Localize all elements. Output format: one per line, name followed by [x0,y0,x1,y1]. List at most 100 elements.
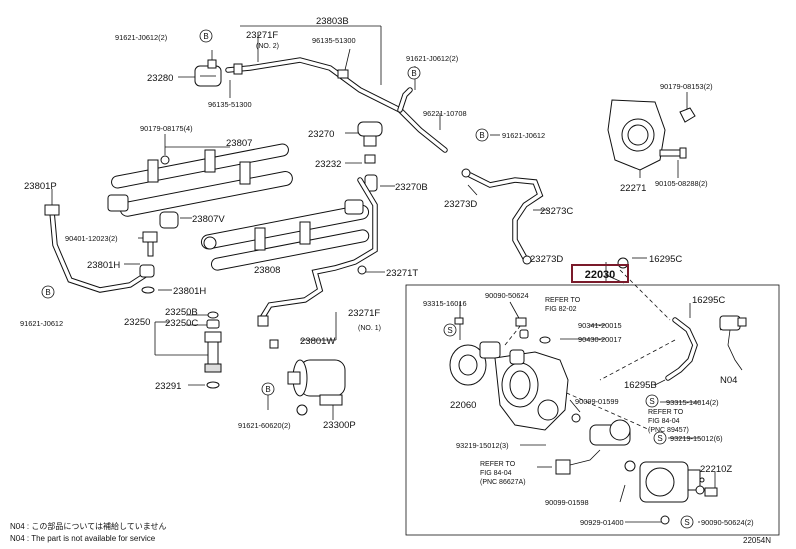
label-90430-20017: 90430-20017 [578,335,622,344]
label-refer-3: REFER TO [480,461,516,468]
svg-text:B: B [479,131,484,140]
diagram-code: 22054N [743,536,771,545]
label-16295c-b: 16295C [692,295,725,306]
part-23250-injector [204,311,222,389]
svg-text:S: S [649,397,654,406]
label-23250c: 23250C [165,318,198,329]
label-23803b: 23803B [316,16,349,27]
part-23270 [357,121,383,192]
svg-text:B: B [203,32,208,41]
part-22210z [639,461,718,525]
marker-b-1: B [199,29,213,43]
svg-text:B: B [411,69,416,78]
label-93219-15012-6: 93219-15012(6) [670,434,723,443]
label-91621-j0612: 91621-J0612 [502,131,545,140]
label-pnc-86627a: (PNC 86627A) [480,479,526,486]
part-22060 [449,341,501,386]
label-90099-01599: 90099-01599 [575,397,619,406]
label-23250: 23250 [124,317,150,328]
marker-b-4: B [41,285,55,299]
throttle-assembly-box [405,284,780,536]
label-23232: 23232 [315,159,341,170]
label-22060: 22060 [450,400,476,411]
label-93315-14014-2: 93315-14014(2) [666,398,719,407]
part-n04-sensor [719,315,747,371]
label-23801h-b: 23801H [173,286,206,297]
label-23270: 23270 [308,129,334,140]
part-22271-gasket [607,99,696,171]
part-sensor-89457 [589,419,631,446]
label-23291: 23291 [155,381,181,392]
label-90401-12023-2: 90401-12023(2) [65,234,118,243]
marker-s-4: S [680,515,694,529]
hose-16295 [617,257,698,381]
label-23271f-bot: 23271F [348,308,380,319]
svg-text:B: B [45,288,50,297]
hose-23273c [461,168,544,265]
label-23801p: 23801P [24,181,57,192]
label-91621-j0612-2b: 91621-J0612(2) [406,54,458,63]
part-sensor-86627a [555,449,636,475]
label-96135-51300a: 96135-51300 [208,100,252,109]
leader-lines [51,25,716,523]
label-90179-08153-2: 90179-08153(2) [660,82,713,91]
label-refer-2: REFER TO [648,409,684,416]
label-23273d-b: 23273D [530,254,563,265]
marker-b-3: B [475,128,489,142]
label-91621-j0612-2a: 91621-J0612(2) [115,33,167,42]
label-96135-51300b: 96135-51300 [312,36,356,45]
label-90929-01400: 90929-01400 [580,518,624,527]
marker-s-1: S [443,323,457,337]
label-refer-1: REFER TO [545,297,581,304]
label-23807: 23807 [226,138,252,149]
label-23280: 23280 [147,73,173,84]
svg-text:B: B [265,385,270,394]
label-n04: N04 [720,375,737,386]
label-23807v: 23807V [192,214,225,225]
label-90341-20015: 90341-20015 [578,321,622,330]
footer-note-en: N04 : The part is not available for serv… [10,534,156,543]
part-22030-throttle-body [494,329,569,431]
label-fig-84-04-b: FIG 84-04 [480,470,512,477]
label-90090-50624: 90090-50624 [485,291,529,300]
label-23801h-a: 23801H [87,260,120,271]
label-22210z: 22210Z [700,464,732,475]
marker-b-5: B [261,382,275,396]
label-16295c-a: 16295C [649,254,682,265]
part-23807v [141,211,179,294]
label-23271f-top: 23271F [246,30,278,41]
label-96221-10708: 96221-10708 [423,109,467,118]
label-90099-01598: 90099-01598 [545,498,589,507]
label-23808: 23808 [254,265,280,276]
label-fig-82-02: FIG 82-02 [545,306,577,313]
label-90090-50624-2: 90090-50624(2) [701,518,754,527]
label-23271t: 23271T [386,268,418,279]
label-93315-16016: 93315-16016 [423,299,467,308]
label-no1: (NO. 1) [358,325,381,332]
label-90105-08288-2: 90105-08288(2) [655,179,708,188]
circled-markers: B B B B B S S S S [41,29,694,529]
label-23273c: 23273C [540,206,573,217]
screws [454,317,705,483]
highlight-22030-box [571,264,629,283]
part-23280 [194,59,222,87]
label-93219-15012-3: 93219-15012(3) [456,441,509,450]
svg-text:S: S [684,518,689,527]
part-23807-rail [107,143,293,217]
label-23270b: 23270B [395,182,428,193]
label-22030: 22030 [585,269,616,281]
marker-b-2: B [407,66,421,80]
marker-s-2: S [645,394,659,408]
label-23273d-a: 23273D [444,199,477,210]
part-23801p-pipe [44,204,155,293]
labels: 91621-J0612(2) 23280 96135-51300 23271F … [20,16,754,527]
label-22271: 22271 [620,183,646,194]
label-fig-84-04-a: FIG 84-04 [648,418,680,425]
svg-text:S: S [447,326,452,335]
footer-notes: N04 : この部品については補給していません N04 : The part i… [10,521,771,545]
label-91621-j0612-c: 91621-J0612 [20,319,63,328]
hose-23271f-no2 [225,57,448,153]
label-16295b: 16295B [624,380,657,391]
